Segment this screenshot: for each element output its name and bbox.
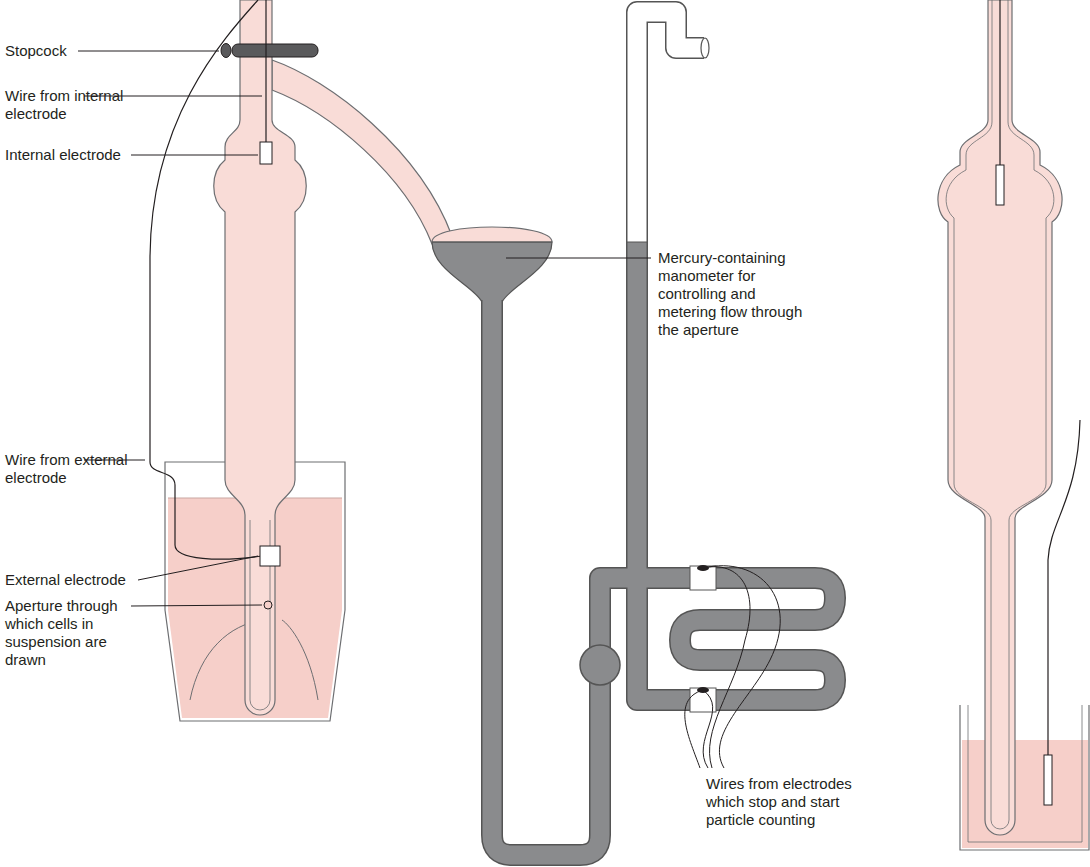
counting-electrodes-part: [690, 688, 716, 712]
part-label: External electrode: [5, 571, 140, 589]
manometer-tubing: [492, 12, 835, 855]
mercury-bulb: [580, 645, 620, 685]
external-electrode-part: [260, 546, 280, 566]
leader-lines-part: [131, 605, 262, 606]
part-label: Wires from electrodes which stop and sta…: [706, 775, 881, 829]
counting-electrodes-part: [685, 690, 703, 768]
open-end: [701, 38, 709, 58]
counting-electrodes-part: [703, 690, 713, 768]
aperture-tube: [214, 0, 307, 715]
manometer-tubing-part: [637, 12, 704, 242]
stopcock-part: [221, 44, 231, 58]
mercury-bowl-part: [432, 227, 552, 242]
counting-electrodes-part: [703, 567, 750, 768]
internal-electrode-part: [260, 142, 272, 164]
external-electrode-part: [150, 0, 262, 559]
counting-electrodes: [685, 565, 780, 768]
leader-lines-part: [506, 258, 651, 259]
side-arm: [272, 60, 452, 244]
mercury-bowl-part: [432, 242, 552, 243]
stopcock-part: [232, 44, 318, 57]
part-label: Aperture through which cells in suspensi…: [5, 597, 130, 669]
side-view-part: [1048, 420, 1080, 755]
manometer-tubing-part: [492, 240, 835, 855]
side-view-part: [946, 0, 1054, 829]
aperture: [264, 601, 272, 609]
counting-electrodes-part: [703, 566, 780, 768]
manometer-tubing-part: [637, 12, 704, 242]
part-label: Stopcock: [5, 42, 75, 60]
side-view-part: [938, 0, 1062, 835]
leader-lines-part: [131, 155, 258, 156]
leader-lines-part: [138, 556, 258, 580]
mercury-bowl-part: [432, 242, 552, 302]
leader-lines: [78, 51, 651, 606]
mercury-bowl: [432, 227, 552, 302]
side-view-part: [996, 165, 1004, 205]
part-label: Internal electrode: [5, 146, 135, 164]
side-view-part: [999, 0, 1000, 165]
external-electrode: [150, 0, 280, 566]
leader-lines-part: [78, 51, 219, 52]
internal-electrode: [260, 0, 272, 164]
part-label: Wire from external electrode: [5, 451, 135, 487]
internal-electrode-part: [265, 0, 266, 142]
side-view-part: [960, 705, 1089, 850]
mercury-level: [627, 242, 647, 243]
part-label: Wire from internal electrode: [5, 87, 135, 123]
part-label: Mercury-containing manometer for control…: [658, 249, 813, 339]
side-view-part: [1044, 755, 1052, 805]
stopcock: [221, 44, 318, 58]
side-view-part: [962, 740, 1088, 848]
side-view: [938, 0, 1089, 850]
counting-electrodes-part: [690, 566, 716, 590]
manometer-tubing-part: [492, 240, 835, 855]
